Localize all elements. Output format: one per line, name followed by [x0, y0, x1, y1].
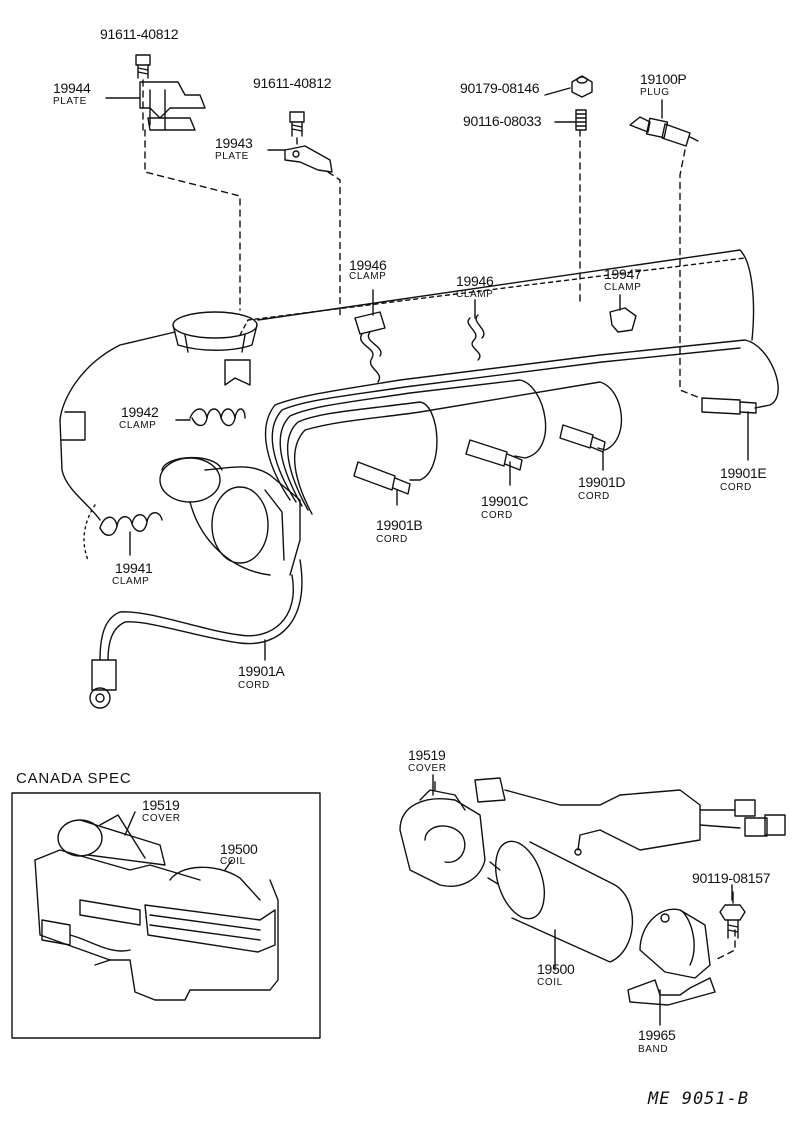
label-leaders-lower — [432, 774, 733, 971]
label-19901B-name: CORD — [376, 534, 408, 545]
label-19943: 19943 — [215, 135, 253, 151]
label-19946-right: 19946 — [456, 273, 494, 289]
coil-lead-19901A — [89, 559, 303, 709]
label-19947: 19947 — [604, 266, 642, 282]
bolt-91611-top — [135, 54, 151, 79]
label-19100P: 19100P — [640, 71, 687, 87]
label-19500-name: COIL — [537, 977, 563, 988]
label-19500-canada-name: COIL — [220, 856, 246, 867]
label-19901C: 19901C — [481, 493, 529, 509]
label-19500-canada: 19500 — [220, 841, 258, 857]
diagram-id: ME 9051-B — [648, 1089, 750, 1109]
coil-cover-19519 — [399, 781, 486, 887]
section-title: CANADA SPEC — [16, 770, 132, 787]
label-91611-40812-top: 91611-40812 — [100, 26, 179, 42]
band-19965-graphic — [627, 908, 716, 1026]
coil-19500-graphic — [487, 840, 634, 963]
label-19519-canada: 19519 — [142, 797, 180, 813]
label-19944: 19944 — [53, 80, 91, 96]
canada-spec-box — [11, 792, 321, 1039]
label-19941-name: CLAMP — [112, 576, 150, 587]
label-19901D-name: CORD — [578, 491, 610, 502]
label-19946-left: 19946 — [349, 257, 387, 273]
label-leaders — [105, 87, 749, 661]
plate-19944-graphic — [139, 81, 206, 131]
label-19901A: 19901A — [238, 663, 285, 679]
label-19942-name: CLAMP — [119, 420, 157, 431]
label-91611-40812-mid: 91611-40812 — [253, 75, 332, 91]
bolt-90119 — [719, 891, 746, 939]
label-19500: 19500 — [537, 961, 575, 977]
clamp-19947-graphic — [609, 307, 637, 333]
label-19519: 19519 — [408, 747, 446, 763]
label-19943-name: PLATE — [215, 151, 249, 162]
label-19965: 19965 — [638, 1027, 676, 1043]
label-19901E: 19901E — [720, 465, 767, 481]
label-19942: 19942 — [121, 404, 159, 420]
label-19944-name: PLATE — [53, 96, 87, 107]
label-19941: 19941 — [115, 560, 153, 576]
plug-wire-bundle — [264, 339, 779, 515]
clamp-19946-left — [354, 311, 386, 383]
label-19947-name: CLAMP — [604, 282, 642, 293]
label-19519-name: COVER — [408, 763, 447, 774]
boot-19901D — [559, 424, 606, 453]
nut-90179 — [571, 75, 593, 98]
label-19901B: 19901B — [376, 517, 423, 533]
clamp-19942-graphic — [189, 408, 246, 427]
label-19946-right-name: CLAMP — [456, 289, 494, 300]
label-19100P-name: PLUG — [640, 87, 670, 98]
label-19901C-name: CORD — [481, 510, 513, 521]
plate-19943-graphic — [284, 145, 333, 173]
clamp-19941-graphic — [99, 512, 163, 536]
label-19901D: 19901D — [578, 474, 626, 490]
bolt-91611-mid — [289, 111, 305, 137]
boot-19901C — [465, 439, 523, 471]
engine-outline — [59, 249, 755, 561]
igniter-harness — [474, 777, 786, 856]
label-19901E-name: CORD — [720, 482, 752, 493]
label-19519-canada-name: COVER — [142, 813, 181, 824]
leader-lines — [142, 79, 736, 961]
stud-90116 — [575, 109, 587, 131]
label-90116-08033: 90116-08033 — [463, 113, 542, 129]
spark-plug-graphic — [629, 116, 699, 147]
clamp-19946-right — [467, 314, 485, 361]
canada-coil-assembly — [34, 811, 279, 1001]
label-19965-name: BAND — [638, 1044, 669, 1055]
distributor-graphic — [159, 456, 301, 576]
boot-19901B — [353, 461, 411, 495]
label-19901A-name: CORD — [238, 680, 270, 691]
label-90179-08146: 90179-08146 — [460, 80, 540, 96]
label-19946-left-name: CLAMP — [349, 271, 387, 282]
label-90119-08157: 90119-08157 — [692, 870, 771, 886]
